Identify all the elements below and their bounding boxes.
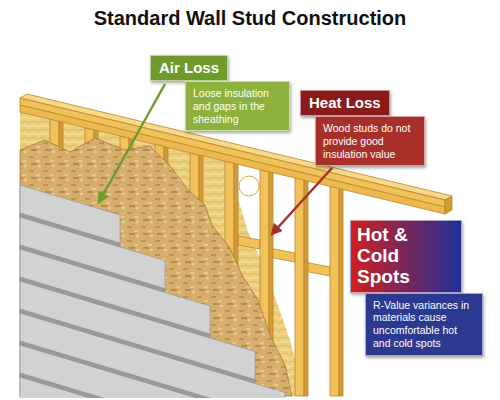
stud-side: [339, 187, 343, 396]
leader-arrow: [99, 84, 165, 202]
leader-arrow: [272, 168, 332, 234]
wood-stud: [295, 178, 304, 396]
callout-box: Air LossLoose insulation and gaps in the…: [150, 55, 290, 131]
stud-block: [238, 236, 260, 249]
callout-body: Loose insulation and gaps in the sheathi…: [185, 81, 290, 131]
callout-body: Wood studs do not provide good insulatio…: [315, 116, 425, 166]
callout-heading: Hot & Cold Spots: [350, 220, 462, 293]
callout-box: Heat LossWood studs do not provide good …: [300, 90, 425, 166]
wood-stud: [330, 186, 339, 396]
diagram-title: Standard Wall Stud Construction: [0, 7, 500, 30]
callout-heading: Heat Loss: [300, 90, 390, 116]
siding-group: [20, 185, 285, 398]
siding-board: [20, 377, 200, 398]
callout-heading: Air Loss: [150, 55, 228, 81]
callout-body: R-Value variances in materials cause unc…: [365, 293, 483, 356]
plate-end: [445, 196, 452, 214]
insulation-hole: [239, 176, 259, 196]
callout-box: Hot & Cold SpotsR-Value variances in mat…: [350, 220, 483, 356]
stud-side: [304, 179, 308, 396]
